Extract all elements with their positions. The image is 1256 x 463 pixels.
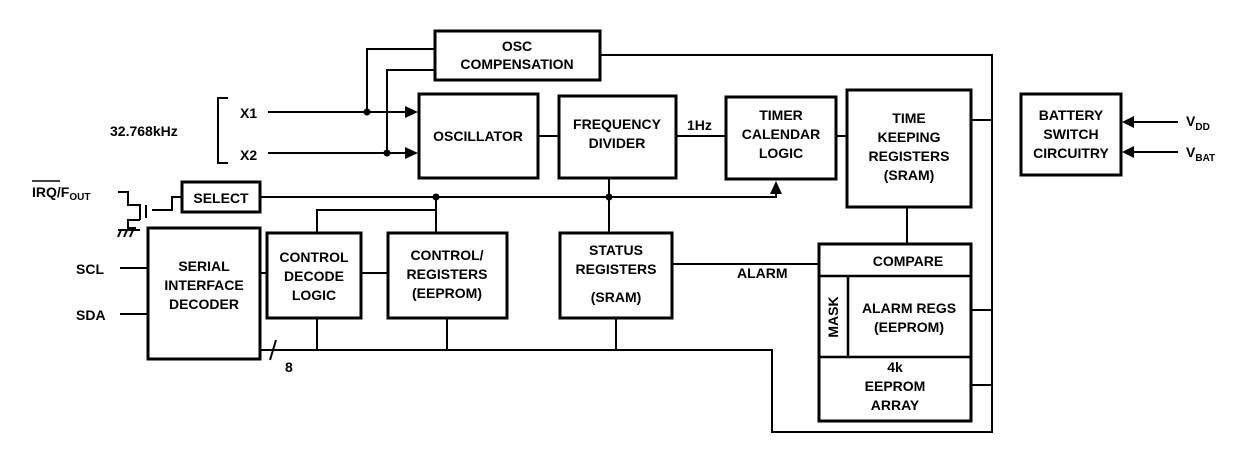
junction-x1 bbox=[363, 108, 371, 116]
wire-ground bbox=[117, 229, 140, 238]
scl-label: SCL bbox=[76, 261, 104, 277]
wire-data-bus bbox=[260, 349, 993, 433]
wire-osccomp-to-bus bbox=[600, 54, 993, 385]
block-oscillator: OSCILLATOR bbox=[417, 92, 540, 180]
wire-bus-slash bbox=[269, 339, 277, 361]
wire-fet-gate bbox=[145, 196, 182, 218]
eeprom-line-3: ARRAY bbox=[871, 397, 920, 413]
block-frequency-divider: FREQUENCY DIVIDER bbox=[557, 94, 678, 180]
serial-line-1: SERIAL bbox=[178, 258, 230, 274]
block-serial-interface-decoder: SERIAL INTERFACE DECODER bbox=[146, 226, 262, 361]
status-line-2: REGISTERS bbox=[576, 261, 657, 277]
battery-line-1: BATTERY bbox=[1039, 107, 1104, 123]
battery-line-3: CIRCUITRY bbox=[1033, 145, 1109, 161]
tk-line-1: TIME bbox=[892, 110, 925, 126]
irq-subscript: OUT bbox=[69, 192, 90, 203]
block-compare-alarm-eeprom: COMPARE MASK ALARM REGS (EEPROM) 4k EEPR… bbox=[817, 242, 973, 423]
vbat-label: VBAT bbox=[1186, 144, 1215, 164]
tk-line-4: (SRAM) bbox=[884, 167, 935, 183]
ctrl-decode-line-1: CONTROL bbox=[279, 249, 349, 265]
block-osc-compensation: OSC COMPENSATION bbox=[433, 29, 602, 82]
status-line-1: STATUS bbox=[589, 242, 643, 258]
wire-ctrl-up bbox=[316, 197, 437, 233]
arrow-to-timer bbox=[770, 181, 782, 194]
vbat-subscript: BAT bbox=[1195, 153, 1215, 164]
serial-line-3: DECODER bbox=[169, 296, 239, 312]
block-time-keeping-registers: TIME KEEPING REGISTERS (SRAM) bbox=[845, 88, 973, 209]
battery-line-2: SWITCH bbox=[1043, 126, 1098, 142]
compare-label: COMPARE bbox=[873, 253, 944, 269]
osc-comp-line-1: OSC bbox=[502, 38, 532, 54]
arrow-vdd bbox=[1122, 116, 1134, 128]
x2-label: X2 bbox=[240, 147, 257, 163]
junction-select-ctrl bbox=[432, 193, 440, 201]
junction-x2 bbox=[383, 149, 391, 157]
block-timer-calendar-logic: TIMER CALENDAR LOGIC bbox=[724, 95, 838, 181]
block-select: SELECT bbox=[180, 180, 262, 214]
select-line-1: SELECT bbox=[193, 190, 249, 206]
freq-div-line-1: FREQUENCY bbox=[573, 116, 662, 132]
wire-select-line bbox=[260, 190, 777, 198]
block-battery-switch: BATTERY SWITCH CIRCUITRY bbox=[1019, 92, 1123, 177]
timer-line-1: TIMER bbox=[759, 107, 803, 123]
mask-label: MASK bbox=[825, 296, 841, 337]
vdd-label: VDD bbox=[1186, 113, 1210, 133]
irq-text: IRQ bbox=[32, 184, 57, 200]
vbat-main: V bbox=[1186, 144, 1196, 160]
ctrl-decode-line-3: LOGIC bbox=[292, 287, 336, 303]
junction-select-div bbox=[605, 193, 613, 201]
tk-line-2: KEEPING bbox=[877, 129, 940, 145]
x1-label: X1 bbox=[240, 105, 257, 121]
bus-width-label: 8 bbox=[285, 359, 293, 375]
ctrl-regs-line-2: REGISTERS bbox=[407, 266, 488, 282]
wire-crystal-bracket bbox=[217, 97, 228, 164]
arrowheads bbox=[405, 106, 1134, 194]
block-control-decode-logic: CONTROL DECODE LOGIC bbox=[265, 231, 363, 320]
arrow-vbat bbox=[1122, 146, 1134, 158]
ctrl-regs-line-3: (EEPROM) bbox=[412, 285, 482, 301]
crystal-frequency-label: 32.768kHz bbox=[110, 123, 178, 139]
eeprom-line-2: EEPROM bbox=[865, 378, 926, 394]
alarm-regs-line-2: (EEPROM) bbox=[874, 319, 944, 335]
timer-line-3: LOGIC bbox=[759, 145, 803, 161]
wire-osccomp-inner-tap bbox=[386, 69, 435, 153]
status-line-3: (SRAM) bbox=[591, 289, 642, 305]
eeprom-line-1: 4k bbox=[887, 359, 903, 375]
vdd-subscript: DD bbox=[1195, 122, 1209, 133]
vdd-main: V bbox=[1186, 113, 1196, 129]
alarm-regs-line-1: ALARM REGS bbox=[862, 300, 956, 316]
arrow-x2-osc bbox=[405, 147, 418, 159]
irq-fout-label: IRQ/FOUT bbox=[32, 184, 90, 203]
signal-labels: 32.768kHz X1 X2 1Hz ALARM 8 SCL SDA IRQ/… bbox=[32, 105, 1215, 375]
tk-line-3: REGISTERS bbox=[869, 148, 950, 164]
freq-div-line-2: DIVIDER bbox=[589, 135, 646, 151]
irq-separator: /F bbox=[57, 184, 70, 200]
one-hz-label: 1Hz bbox=[687, 117, 712, 133]
arrow-x1-osc bbox=[405, 106, 418, 118]
wire-irq-pin bbox=[118, 191, 141, 220]
osc-comp-line-2: COMPENSATION bbox=[460, 56, 573, 72]
wire-fet-drain bbox=[127, 219, 140, 229]
block-status-registers: STATUS REGISTERS (SRAM) bbox=[558, 231, 674, 320]
alarm-label: ALARM bbox=[737, 265, 788, 281]
oscillator-line-1: OSCILLATOR bbox=[433, 128, 523, 144]
block-control-registers: CONTROL/ REGISTERS (EEPROM) bbox=[386, 231, 509, 320]
serial-line-2: INTERFACE bbox=[164, 277, 243, 293]
junctions bbox=[363, 108, 613, 201]
wire-osccomp-left-tap bbox=[366, 48, 435, 112]
sda-label: SDA bbox=[76, 307, 106, 323]
ctrl-decode-line-2: DECODE bbox=[284, 268, 344, 284]
ctrl-regs-line-1: CONTROL/ bbox=[410, 247, 483, 263]
timer-line-2: CALENDAR bbox=[742, 126, 821, 142]
